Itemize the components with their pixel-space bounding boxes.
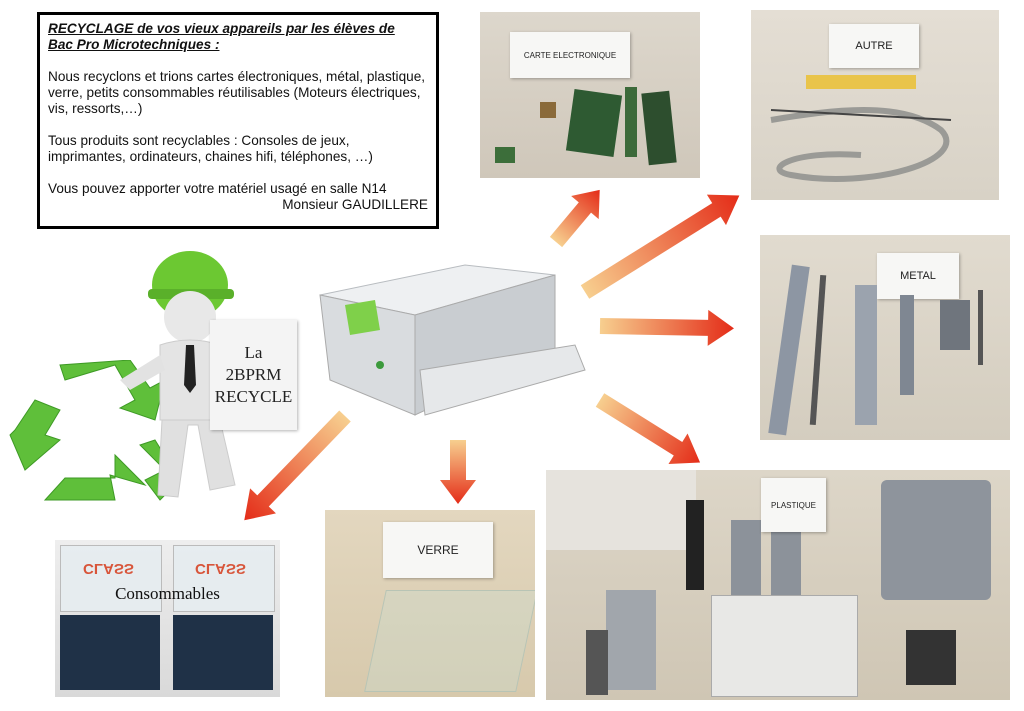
consumables-photo: CLASS CLASS Consommables — [55, 540, 280, 697]
info-signature: Monsieur GAUDILLERE — [282, 197, 428, 212]
sign-line-2: 2BPRM — [225, 365, 282, 384]
consumables-label: Consommables — [115, 584, 220, 603]
metal-photo: METAL — [760, 235, 1010, 440]
plastic-label: PLASTIQUE — [761, 478, 826, 532]
arrow-to-electronics — [549, 189, 600, 248]
info-para-1: Nous recyclons et trions cartes électron… — [48, 69, 426, 116]
electronics-photo: CARTE ELECTRONIQUE — [480, 12, 700, 178]
sign-line-1: La — [244, 343, 263, 362]
printer-image — [315, 255, 590, 420]
arrow-to-plastic — [595, 393, 701, 465]
mascot-sign: La 2BPRM RECYCLE — [210, 320, 297, 430]
mascot-figure: La 2BPRM RECYCLE — [100, 245, 300, 510]
arrow-to-glass — [440, 440, 476, 504]
plastic-photo: PLASTIQUE — [546, 470, 1010, 700]
box-brand-1: CLASS — [83, 560, 134, 577]
sign-line-3: RECYCLE — [214, 387, 293, 406]
glass-label: VERRE — [383, 522, 493, 578]
info-para-2: Tous produits sont recyclables : Console… — [48, 133, 373, 164]
glass-photo: VERRE — [325, 510, 535, 697]
other-label: AUTRE — [829, 24, 919, 68]
electronics-label: CARTE ELECTRONIQUE — [510, 32, 630, 78]
arrow-to-other — [580, 194, 740, 299]
other-photo: AUTRE — [751, 10, 999, 200]
metal-label: METAL — [877, 253, 959, 299]
box-brand-2: CLASS — [195, 560, 246, 577]
arrow-to-metal — [599, 309, 734, 346]
info-title-line1: RECYCLAGE de vos vieux appareils par les… — [48, 21, 395, 36]
info-box: RECYCLAGE de vos vieux appareils par les… — [37, 12, 439, 229]
arrow-to-consumables — [244, 410, 351, 521]
info-title-line2: Bac Pro Microtechniques : — [48, 37, 220, 52]
info-para-3: Vous pouvez apporter votre matériel usag… — [48, 181, 387, 196]
